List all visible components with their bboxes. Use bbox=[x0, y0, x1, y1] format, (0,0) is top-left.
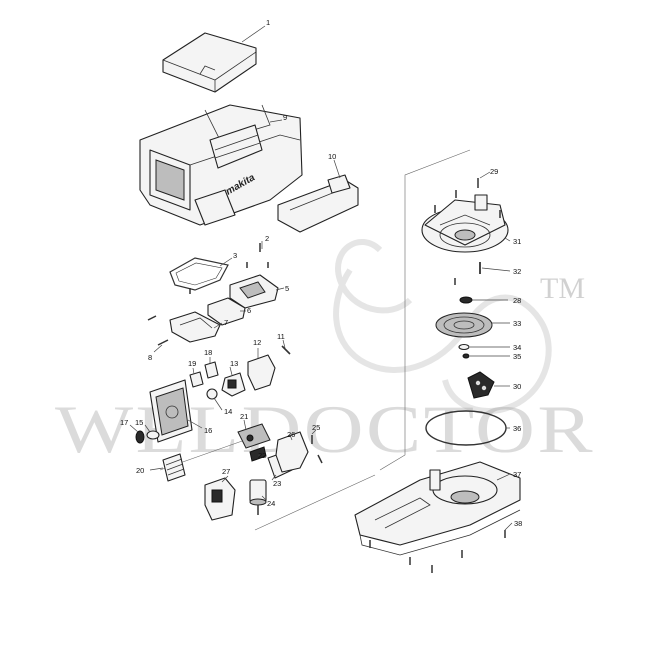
guide-line-right bbox=[379, 149, 471, 471]
callout-5: 5 bbox=[285, 284, 289, 293]
part-1-top-cover bbox=[162, 32, 257, 93]
callout-8: 8 bbox=[148, 353, 152, 362]
callout-13: 13 bbox=[230, 359, 238, 368]
callout-10: 10 bbox=[328, 152, 336, 161]
callout-36: 36 bbox=[513, 424, 521, 433]
part-31-base-assembly bbox=[421, 194, 509, 253]
callout-12: 12 bbox=[253, 338, 261, 347]
callout-20: 20 bbox=[136, 466, 144, 475]
callout-17: 17 bbox=[120, 418, 128, 427]
part-38-screws bbox=[369, 530, 506, 573]
part-2-screws bbox=[189, 243, 269, 294]
callout-9: 9 bbox=[283, 113, 287, 122]
callout-37: 37 bbox=[513, 470, 521, 479]
callout-6: 6 bbox=[247, 306, 251, 315]
part-10-handle bbox=[277, 174, 359, 233]
part-35-nut bbox=[462, 353, 470, 359]
part-33-filter-disk bbox=[435, 312, 493, 338]
watermark-logo-swirl bbox=[333, 239, 552, 414]
callout-24: 24 bbox=[267, 499, 275, 508]
part-17-plug bbox=[135, 430, 145, 444]
part-12-cover bbox=[247, 354, 276, 391]
part-9-main-housing: makita bbox=[139, 104, 303, 226]
part-25-screws bbox=[311, 435, 323, 464]
callout-19: 19 bbox=[188, 359, 196, 368]
part-34-washer bbox=[458, 343, 470, 351]
callout-25: 25 bbox=[312, 423, 320, 432]
callout-31: 31 bbox=[513, 237, 521, 246]
part-15-knob bbox=[146, 430, 160, 440]
watermark: WELDOCTOR TM bbox=[55, 239, 595, 467]
part-8-screws bbox=[147, 315, 169, 346]
callout-34: 34 bbox=[513, 343, 521, 352]
part-32-bolt bbox=[454, 262, 481, 285]
part-7-clamp bbox=[169, 311, 221, 343]
callout-38: 38 bbox=[514, 519, 522, 528]
callout-2: 2 bbox=[265, 234, 269, 243]
callout-30: 30 bbox=[513, 382, 521, 391]
callout-15: 15 bbox=[135, 418, 143, 427]
part-5-bracket bbox=[229, 274, 279, 309]
callout-18: 18 bbox=[204, 348, 212, 357]
watermark-text: WELDOCTOR bbox=[55, 391, 595, 467]
part-37-lower-base bbox=[354, 461, 521, 556]
part-20-filter bbox=[162, 453, 186, 482]
part-30-plate bbox=[467, 371, 495, 399]
part-14-knob bbox=[206, 388, 218, 400]
callout-16: 16 bbox=[204, 426, 212, 435]
part-27-cover bbox=[204, 477, 236, 521]
callout-14: 14 bbox=[224, 407, 232, 416]
callout-7: 7 bbox=[224, 318, 228, 327]
part-24-motor bbox=[249, 479, 267, 515]
callout-21: 21 bbox=[240, 412, 248, 421]
part-26-motor-cover bbox=[275, 431, 309, 473]
part-29-screws bbox=[434, 178, 501, 218]
callout-32: 32 bbox=[513, 267, 521, 276]
callout-1: 1 bbox=[266, 18, 270, 27]
callout-11: 11 bbox=[277, 332, 285, 341]
part-28-washer bbox=[459, 296, 473, 304]
watermark-trademark: TM bbox=[540, 272, 585, 305]
callout-numbers: 1 2 3 5 6 7 8 9 10 11 12 13 14 15 16 17 … bbox=[120, 18, 522, 528]
callout-33: 33 bbox=[513, 319, 521, 328]
callout-26: 26 bbox=[287, 430, 295, 439]
leader-lines bbox=[129, 25, 513, 531]
callout-3: 3 bbox=[233, 251, 237, 260]
guide-line-lower bbox=[254, 474, 376, 531]
part-3-gasket bbox=[169, 257, 229, 291]
callout-35: 35 bbox=[513, 352, 521, 361]
part-19-clip bbox=[189, 371, 204, 388]
part-11-pin bbox=[281, 345, 291, 355]
callout-27: 27 bbox=[222, 467, 230, 476]
part-6-bracket bbox=[207, 297, 246, 326]
callout-22: 22 bbox=[258, 451, 266, 460]
part-22-connector bbox=[249, 446, 267, 462]
part-18-clip bbox=[204, 361, 219, 379]
part-13-switch bbox=[221, 372, 246, 397]
callout-29: 29 bbox=[490, 167, 498, 176]
callout-23: 23 bbox=[273, 479, 281, 488]
part-16-front-panel bbox=[149, 379, 193, 443]
callout-28: 28 bbox=[513, 296, 521, 305]
